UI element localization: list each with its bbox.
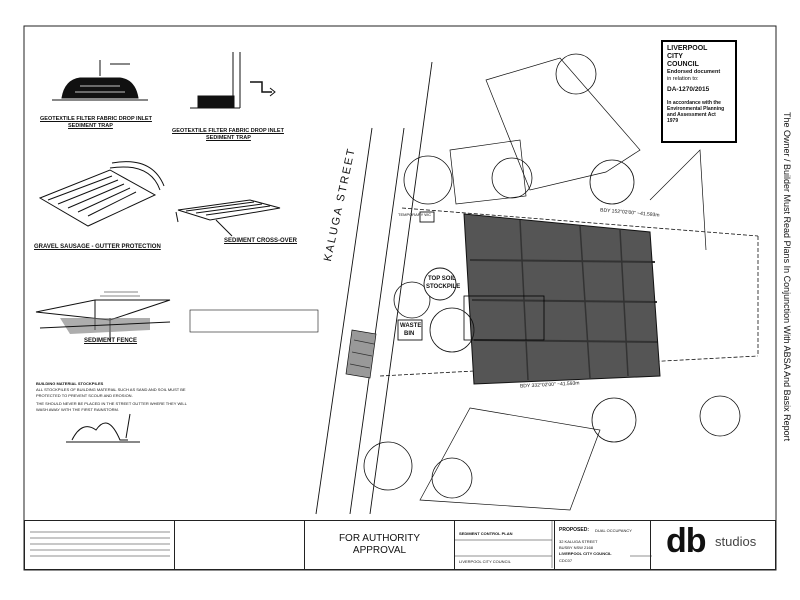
drawing-title: SEDIMENT CONTROL PLAN [459, 531, 513, 536]
side-note: The Owner / Builder Must Read Plans In C… [782, 112, 792, 442]
stockpile-label: STOCKPILE [426, 284, 461, 290]
title-block: FOR AUTHORITY APPROVAL SEDIMENT CONTROL … [24, 520, 776, 570]
drop-inlet-2-caption: GEOTEXTILE FILTER FABRIC DROP INLET [172, 128, 284, 134]
council-name: LIVERPOOL CITY COUNCIL [459, 559, 511, 564]
approval-cell: FOR AUTHORITY APPROVAL [305, 521, 455, 569]
council-line-3: COUNCIL [667, 61, 699, 68]
drawing-title-cell: SEDIMENT CONTROL PLAN LIVERPOOL CITY COU… [455, 521, 555, 569]
dwelling-footprint [463, 213, 661, 385]
accordance-4: 1979 [667, 118, 679, 124]
drop-inlet-detail-2 [190, 52, 276, 109]
stockpile-text-3: THE SHOULD NEVER BE PLACED IN THE STREET… [36, 401, 187, 406]
da-number: DA-1270/2015 [667, 86, 710, 93]
temporary-wc-label: TEMPORARY WC [398, 212, 431, 217]
approval-line-2: APPROVAL [352, 545, 407, 556]
accordance-2: Environmental Planning [667, 106, 725, 112]
sediment-fence-detail [35, 291, 171, 340]
kaluga-street-lines [315, 61, 433, 515]
stockpile-text-2: PROTECTED TO PREVENT SCOUR AND EROSION. [36, 393, 133, 398]
drop-inlet-2-caption-b: SEDIMENT TRAP [206, 135, 251, 141]
brand-logo: db [666, 522, 707, 560]
drop-inlet-1-caption: GEOTEXTILE FILTER FABRIC DROP INLET [40, 116, 152, 122]
gravel-sausage-caption: GRAVEL SAUSAGE - GUTTER PROTECTION [34, 244, 161, 250]
job-number: CDC07 [559, 558, 573, 563]
drop-inlet-detail-1 [52, 60, 148, 101]
stockpile-text-1: ALL STOCKPILES OF BUILDING MATERIAL SUCH… [36, 387, 186, 392]
amendment-table [25, 521, 175, 569]
accordance-1: In accordance with the [667, 100, 721, 106]
waste-label: WASTE [400, 323, 422, 329]
top-soil-label: TOP SOIL [428, 276, 456, 282]
council-stamp: LIVERPOOL CITY COUNCIL Endorsed document… [661, 40, 737, 143]
sediment-fence-caption: SEDIMENT FENCE [84, 338, 138, 344]
notes-cell [175, 521, 305, 569]
approval-line-1: FOR AUTHORITY [338, 533, 421, 544]
proposed-label: PROPOSED: [559, 527, 590, 533]
accordance-3: and Assessment Act [667, 112, 716, 118]
sediment-crossover-caption: SEDIMENT CROSS-OVER [224, 238, 298, 244]
stockpile-title: BUILDING MATERIAL STOCKPILES [36, 381, 104, 386]
council-line-2: CITY [667, 53, 683, 60]
council-line-1: LIVERPOOL [667, 45, 708, 52]
address-2: BUSBY NSW 2168 [559, 545, 593, 550]
endorsed-text: Endorsed document [667, 69, 721, 75]
address-3: LIVERPOOL CITY COUNCIL [559, 551, 612, 556]
gravel-sausage-detail [38, 161, 165, 227]
stockpile-sketch [66, 413, 140, 443]
bin-label: BIN [404, 331, 415, 337]
stockpile-text-4: WASH AWAY WITH THE FIRST RAINSTORM. [36, 407, 119, 412]
project-cell: PROPOSED: DUAL OCCUPANCY 32 KALUGA STREE… [555, 521, 651, 569]
driveway [345, 329, 377, 379]
drop-inlet-1-caption-b: SEDIMENT TRAP [68, 123, 113, 129]
trees [363, 53, 741, 499]
address-1: 32 KALUGA STREET [559, 539, 598, 544]
brand-sub: studios [715, 534, 757, 549]
sediment-crossover-detail [175, 199, 281, 237]
relation-text: in relation to: [667, 76, 699, 82]
proposed-value: DUAL OCCUPANCY [595, 528, 632, 533]
